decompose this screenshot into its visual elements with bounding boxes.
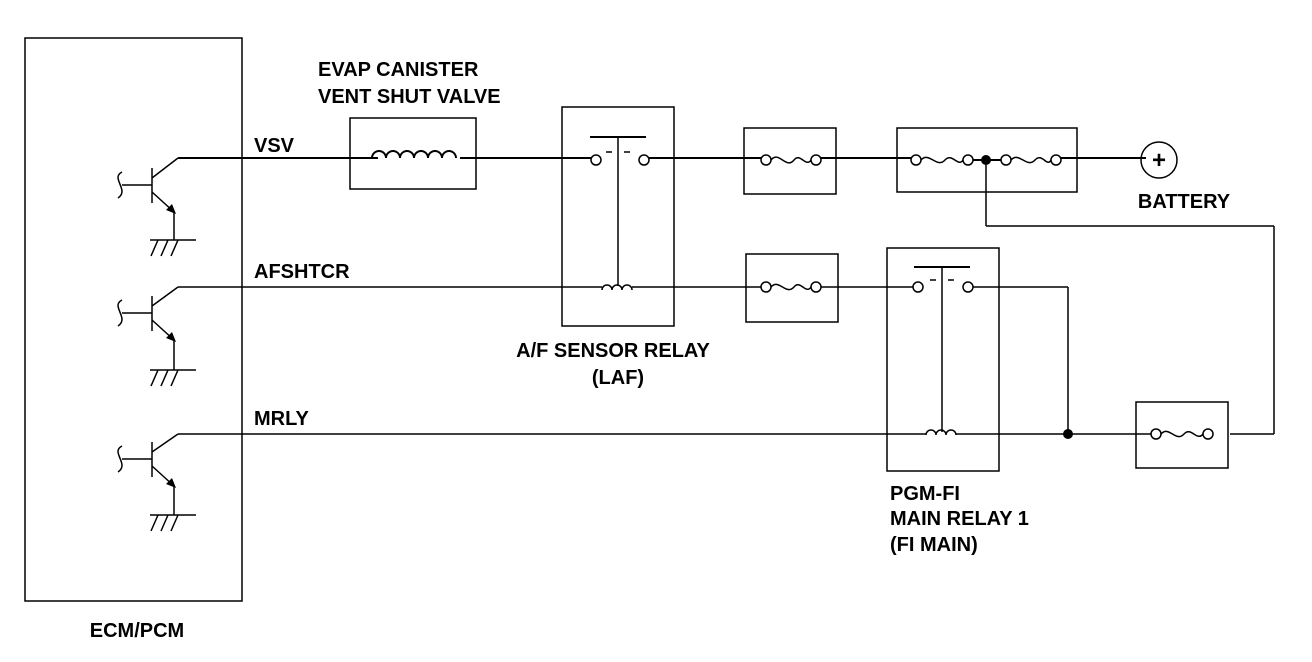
af-sensor-relay-box xyxy=(561,106,675,327)
fuse-vsv xyxy=(743,127,837,195)
evap-valve-box xyxy=(349,117,477,190)
pgm-label-line1: PGM-FI xyxy=(890,483,960,505)
battery-symbol: + xyxy=(1152,147,1166,174)
mrly-label: MRLY xyxy=(254,408,309,430)
af-relay-switch-icon xyxy=(590,136,650,286)
mrly-wire xyxy=(178,429,1152,439)
afshtcr-label: AFSHTCR xyxy=(254,261,350,283)
ecm-pcm-box xyxy=(24,37,243,602)
fuse-mrly xyxy=(1135,401,1229,469)
pgm-fi-main-relay-box xyxy=(886,247,1000,472)
af-relay-label-line2: (LAF) xyxy=(592,367,644,389)
transistor-afshtcr xyxy=(117,286,196,387)
vsv-label: VSV xyxy=(254,135,295,157)
afshtcr-wire xyxy=(178,286,1069,434)
fuse-double-box xyxy=(896,127,1078,193)
af-relay-label-line1: A/F SENSOR RELAY xyxy=(516,340,710,362)
pgm-relay-coil-icon xyxy=(925,429,957,436)
pgm-label-line2: MAIN RELAY 1 xyxy=(890,508,1029,530)
evap-label-line2: VENT SHUT VALVE xyxy=(318,86,501,108)
battery-label: BATTERY xyxy=(1138,191,1231,213)
evap-solenoid-coil-icon xyxy=(371,150,457,159)
af-relay-coil-icon xyxy=(601,284,633,291)
pgm-label-line3: (FI MAIN) xyxy=(890,534,978,556)
ecm-pcm-label: ECM/PCM xyxy=(90,620,184,642)
pgm-relay-switch-icon xyxy=(912,266,974,432)
battery-icon xyxy=(1140,141,1178,179)
transistor-vsv xyxy=(117,157,196,257)
evap-label-line1: EVAP CANISTER xyxy=(318,59,479,81)
transistor-mrly xyxy=(117,433,196,532)
fuse-afshtcr xyxy=(745,253,839,323)
battery-branch-wire xyxy=(985,160,1275,435)
